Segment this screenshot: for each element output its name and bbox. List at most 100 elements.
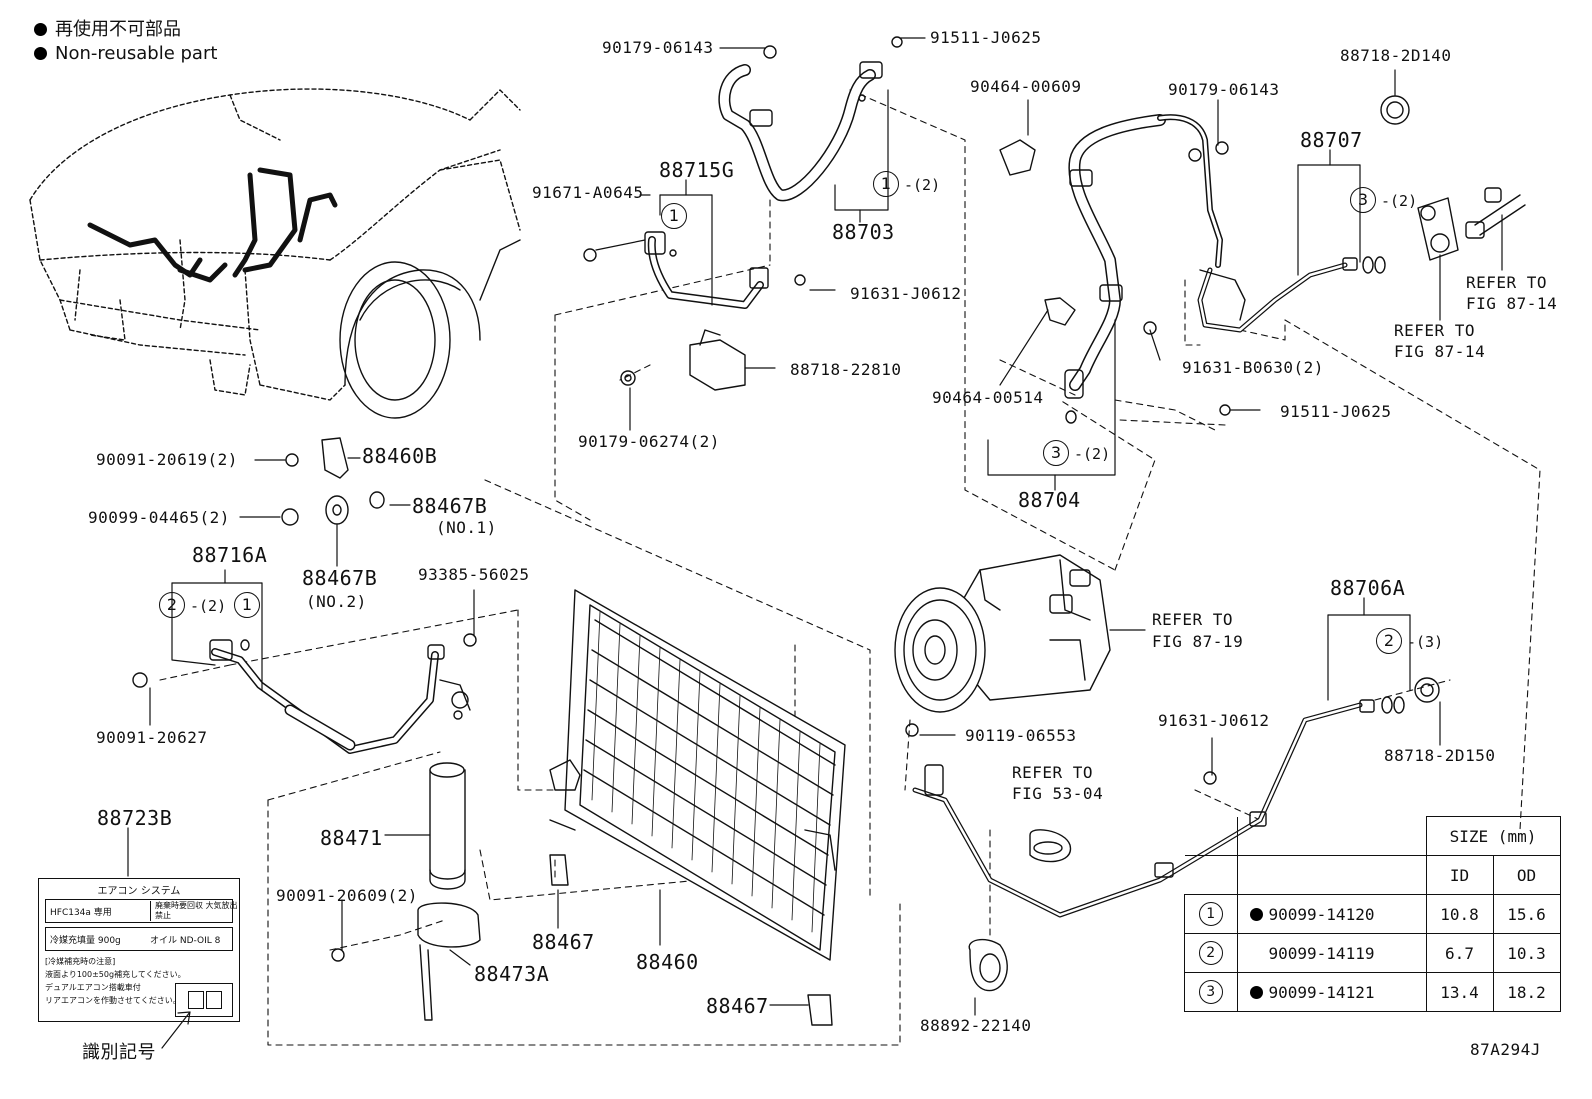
- part-label[interactable]: 91631-J0612: [1158, 711, 1270, 730]
- part-label[interactable]: 90091-20627: [96, 728, 208, 747]
- label-card-charge: 冷媒充填量 900g: [50, 936, 121, 946]
- row-part-number[interactable]: 90099-14119: [1268, 943, 1375, 963]
- table-blank-cell: [1237, 855, 1427, 895]
- oring-callout[interactable]: 2: [159, 592, 185, 618]
- col-od-header: OD: [1492, 855, 1561, 895]
- part-label[interactable]: 90179-06143: [1168, 80, 1280, 99]
- receiver-88471: [331, 762, 481, 1021]
- label-card-title: エアコン システム: [97, 886, 181, 897]
- part-label[interactable]: 88718-2D140: [1340, 46, 1452, 65]
- part-label[interactable]: 90119-06553: [965, 726, 1077, 745]
- callout-qty: -(2): [1381, 192, 1418, 210]
- callout-qty: -(2): [1074, 445, 1111, 463]
- row-number-circle: 1: [1198, 902, 1223, 926]
- oring-callout[interactable]: 2: [1376, 628, 1402, 654]
- refer-label[interactable]: REFER TO: [1394, 321, 1476, 340]
- pipe-88715G: [583, 231, 806, 309]
- id-square: [206, 991, 222, 1009]
- ac-caution-label-card: エアコン システム HFC134a 専用 廃棄時要回収 大気放出禁止 冷媒充填量…: [38, 878, 240, 1022]
- label-card-note: [冷媒補充時の注意]: [45, 957, 116, 966]
- non-reusable-dot-icon: [34, 23, 47, 36]
- part-label[interactable]: 88707: [1300, 128, 1363, 152]
- refer-label[interactable]: FIG 87-19: [1152, 632, 1244, 651]
- label-card-row: 冷媒充填量 900g オイル ND-OIL 8: [45, 927, 233, 951]
- assembly-boundaries: [159, 89, 1541, 1046]
- part-label[interactable]: 88706A: [1330, 576, 1406, 600]
- refer-label[interactable]: REFER TO: [1012, 763, 1094, 782]
- part-label[interactable]: 88471: [320, 826, 383, 850]
- hose-88703: [718, 36, 903, 202]
- legend-text-en: Non-reusable part: [55, 43, 218, 64]
- size-header: SIZE (mm): [1425, 816, 1561, 856]
- part-label[interactable]: 88704: [1018, 488, 1081, 512]
- label-card-id-box: [175, 983, 233, 1017]
- refer-label[interactable]: FIG 87-14: [1466, 294, 1558, 313]
- part-label[interactable]: 90091-20609(2): [276, 886, 418, 905]
- part-label[interactable]: 91631-J0612: [850, 284, 962, 303]
- part-label[interactable]: 91511-J0625: [930, 28, 1042, 47]
- part-label[interactable]: 88467: [532, 930, 595, 954]
- size-table-subheader-row: ID OD: [1184, 855, 1561, 895]
- oring-callout[interactable]: 3: [1043, 440, 1069, 466]
- table-blank-cell: [1184, 816, 1238, 856]
- part-label[interactable]: 88718-2D150: [1384, 746, 1496, 765]
- row-part-number[interactable]: 90099-14120: [1268, 904, 1375, 924]
- part-label[interactable]: 88716A: [192, 543, 268, 567]
- row-number-circle: 2: [1198, 941, 1223, 965]
- vehicle-ac-pipes: [87, 167, 338, 283]
- col-id-header: ID: [1425, 855, 1494, 895]
- pipe-88716A: [132, 633, 477, 754]
- part-label[interactable]: 88703: [832, 220, 895, 244]
- label-card-notice: 廃棄時要回収 大気放出禁止: [150, 901, 239, 921]
- oring-callout[interactable]: 3: [1350, 187, 1376, 213]
- table-row[interactable]: 2 90099-14119 6.7 10.3: [1184, 933, 1561, 973]
- compressor: [894, 554, 1111, 713]
- part-label[interactable]: 88467: [706, 994, 769, 1018]
- part-label[interactable]: 91631-B0630(2): [1182, 358, 1324, 377]
- refer-label[interactable]: REFER TO: [1152, 610, 1234, 629]
- label-card-refrigerant: HFC134a 専用: [50, 908, 112, 918]
- oring-callout[interactable]: 1: [661, 203, 687, 229]
- refer-label[interactable]: FIG 53-04: [1012, 784, 1104, 803]
- label-card-note: リアエアコンを作動させてください。: [45, 996, 181, 1005]
- part-label[interactable]: 88723B: [97, 806, 173, 830]
- row-part-number[interactable]: 90099-14121: [1268, 982, 1375, 1002]
- bracket-88718-22810: [620, 329, 746, 391]
- part-label[interactable]: 88473A: [474, 962, 550, 986]
- part-label[interactable]: 90179-06274(2): [578, 432, 720, 451]
- oring-callout[interactable]: 1: [873, 171, 899, 197]
- part-label[interactable]: 88467B: [412, 494, 488, 518]
- refer-label[interactable]: FIG 87-14: [1394, 342, 1486, 361]
- part-label[interactable]: 93385-56025: [418, 565, 530, 584]
- part-label[interactable]: 88467B: [302, 566, 378, 590]
- label-card-row: HFC134a 専用 廃棄時要回収 大気放出禁止: [45, 899, 238, 923]
- row-number-circle: 3: [1198, 980, 1223, 1004]
- legend-text-jp: 再使用不可部品: [55, 19, 181, 40]
- part-label[interactable]: 90464-00609: [970, 77, 1082, 96]
- part-label[interactable]: 91511-J0625: [1280, 402, 1392, 421]
- table-row[interactable]: 1 90099-14120 10.8 15.6: [1184, 894, 1561, 934]
- oring-callout[interactable]: 1: [234, 592, 260, 618]
- row-id-value: 13.4: [1425, 972, 1494, 1012]
- callout-qty: -(2): [904, 176, 941, 194]
- table-row[interactable]: 3 90099-14121 13.4 18.2: [1184, 972, 1561, 1012]
- part-label[interactable]: 88460: [636, 950, 699, 974]
- part-label[interactable]: 90464-00514: [932, 388, 1044, 407]
- vehicle-sketch-solid: [339, 239, 521, 419]
- refer-label[interactable]: REFER TO: [1466, 273, 1548, 292]
- part-label[interactable]: 90099-04465(2): [88, 508, 230, 527]
- part-label[interactable]: 90179-06143: [602, 38, 714, 57]
- condenser-88460: [549, 589, 846, 1026]
- part-label[interactable]: 88892-22140: [920, 1016, 1032, 1035]
- non-reusable-dot-icon: [34, 47, 47, 60]
- part-label[interactable]: 88715G: [659, 158, 735, 182]
- part-label[interactable]: 88718-22810: [790, 360, 902, 379]
- size-table-header-row: SIZE (mm): [1184, 816, 1561, 856]
- part-label[interactable]: 90091-20619(2): [96, 450, 238, 469]
- legend: 再使用不可部品 Non-reusable part: [34, 18, 217, 66]
- part-label[interactable]: 88460B: [362, 444, 438, 468]
- pipe-88706A: [905, 677, 1440, 992]
- part-label[interactable]: 91671-A0645: [532, 183, 644, 202]
- callout-qty: -(3): [1407, 633, 1444, 651]
